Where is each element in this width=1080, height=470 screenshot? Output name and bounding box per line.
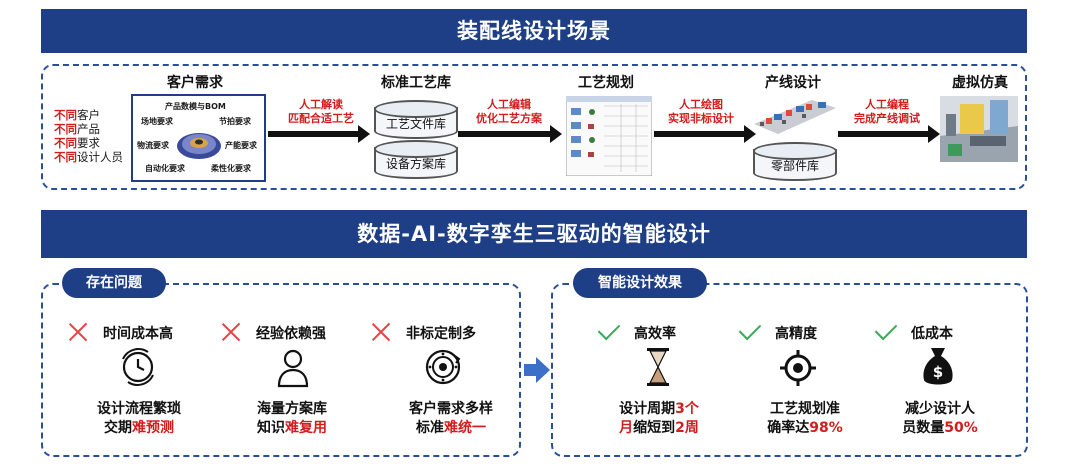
problem-title-3: 非标定制多 <box>406 326 476 342</box>
customer-diff-list: 不同客户 不同产品 不同要求 不同设计人员 <box>54 108 123 164</box>
diff-item: 不同要求 <box>54 136 100 150</box>
parts-db: 零部件库 <box>753 142 837 182</box>
effects-tag: 智能设计效果 <box>573 268 707 298</box>
cross-icon <box>371 322 391 342</box>
clock-cycle-icon <box>122 348 154 386</box>
req-logistics: 物流要求 <box>137 141 169 150</box>
customer-title: 客户需求 <box>167 75 223 91</box>
mid-banner: 数据-AI-数字孪生三驱动的智能设计 <box>41 210 1027 258</box>
diff-item: 不同客户 <box>54 108 100 122</box>
equipment-plan-db: 设备方案库 <box>374 140 458 180</box>
req-automation: 自动化要求 <box>145 164 185 173</box>
mid-banner-title: 数据-AI-数字孪生三驱动的智能设计 <box>357 222 711 246</box>
transition-arrow-icon <box>524 357 550 383</box>
req-capacity: 产能要求 <box>225 141 257 150</box>
req-bom: 产品数模与BOM <box>165 102 226 111</box>
arrow-label-2: 人工编辑优化工艺方案 <box>476 98 542 125</box>
flow-arrow-2 <box>458 125 562 143</box>
flow-arrow-4 <box>838 125 940 143</box>
arrow-label-1: 人工解读匹配合适工艺 <box>288 98 354 125</box>
top-banner-title: 装配线设计场景 <box>457 19 611 43</box>
req-flexibility: 柔性化要求 <box>211 164 251 173</box>
problem-desc-1: 设计流程繁琐 交期难预测 <box>97 401 181 436</box>
problem-title-2: 经验依赖强 <box>256 326 326 342</box>
req-site: 场地要求 <box>141 117 173 126</box>
req-beat: 节拍要求 <box>219 117 251 126</box>
problem-desc-3: 客户需求多样 标准难统一 <box>409 401 493 436</box>
top-banner: 装配线设计场景 <box>41 9 1027 53</box>
problems-tag: 存在问题 <box>62 268 166 298</box>
problem-desc-2: 海量方案库 知识难复用 <box>257 401 327 436</box>
brake-disc-icon <box>425 349 461 385</box>
diff-item: 不同产品 <box>54 122 100 136</box>
requirements-box: 产品数模与BOM 场地要求 节拍要求 物流要求 产能要求 自动化要求 柔性化要求 <box>131 94 266 182</box>
cross-icon <box>221 322 241 342</box>
effect-title-3: 低成本 <box>911 326 953 342</box>
arrow-label-3: 人工绘图实现非标设计 <box>668 98 734 125</box>
svg-text:$: $ <box>933 363 943 381</box>
diff-item: 不同设计人员 <box>54 150 123 164</box>
hourglass-icon <box>647 348 669 386</box>
target-crosshair-icon <box>780 350 816 386</box>
money-bag-icon: $ <box>923 348 953 385</box>
effect-desc-3: 减少设计人 员数量50% <box>902 401 978 436</box>
line-layout-image <box>754 100 836 134</box>
planning-title: 工艺规划 <box>578 75 634 91</box>
effect-title-2: 高精度 <box>775 326 817 342</box>
line-design-title: 产线设计 <box>765 75 821 91</box>
effect-title-1: 高效率 <box>634 326 676 342</box>
process-file-db: 工艺文件库 <box>374 100 458 140</box>
flow-arrow-3 <box>654 125 756 143</box>
effect-desc-2: 工艺规划准 确率达98% <box>767 401 843 436</box>
problem-title-1: 时间成本高 <box>103 326 173 342</box>
effect-desc-1: 设计周期3个 月缩短到2周 <box>619 401 699 436</box>
gear-model-image <box>177 133 221 159</box>
process-planning-sheet-image <box>566 96 652 176</box>
person-icon <box>277 349 309 388</box>
virtual-simulation-image <box>940 96 1018 162</box>
library-title: 标准工艺库 <box>381 75 451 91</box>
cross-icon <box>68 322 88 342</box>
flow-arrow-1 <box>268 125 370 143</box>
arrow-label-4: 人工编程完成产线调试 <box>854 98 920 125</box>
simulation-title: 虚拟仿真 <box>952 75 1008 91</box>
